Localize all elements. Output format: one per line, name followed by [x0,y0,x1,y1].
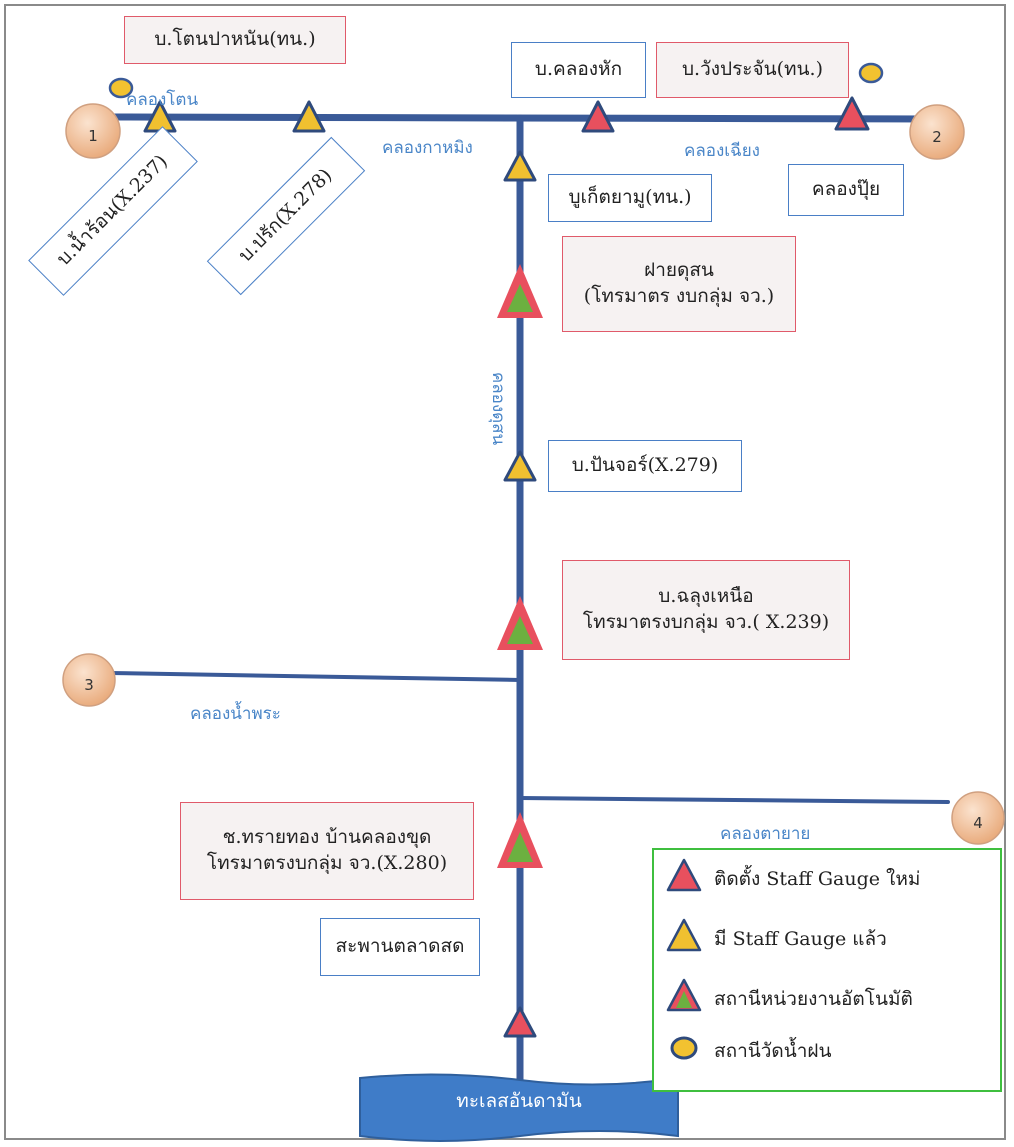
station-label: คลองปุ๊ย [811,178,881,201]
river-label-khlong-dusun: คลองดุสน [488,371,509,446]
tributary-4-number: 4 [973,814,983,832]
station-label: บ.วังประจัน(ทน.) [681,58,823,81]
triangle-marker-icon [666,858,702,892]
tributary-1-number: 1 [88,127,98,145]
river-label-khlong-ton: คลองโตน [126,90,199,110]
station-label-line2: โทรมาตรงบกลุ่ม จว.( X.239) [582,611,830,633]
station-label-line1: บ.ฉลุงเหนือ [658,585,754,608]
sea-label: ทะเลสอันดามัน [456,1090,582,1112]
tributary-3-line [108,671,522,682]
river-label-khlong-chiang: คลองเฉียง [684,141,760,161]
tributary-2-circle [909,104,965,160]
triangle-marker-icon [503,1006,537,1038]
station-box-fai-dusun: ฝายดุสน (โทรมาตร งบกลุ่ม จว.) [562,236,796,332]
legend-new-gauge: ติดตั้ง Staff Gauge ใหม่ [714,868,921,890]
diagram-frame [4,4,1006,1140]
station-label-line2: โทรมาตรงบกลุ่ม จว.(X.280) [206,852,448,874]
station-box-wang-prachan: บ.วังประจัน(ทน.) [656,42,849,98]
legend: ติดตั้ง Staff Gauge ใหม่ มี Staff Gauge … [652,848,1002,1092]
tributary-1-circle [65,103,121,159]
rain-gauges [108,62,884,99]
rain-gauge-circle-icon [670,1036,698,1060]
station-box-ton-pa-nan: บ.โตนปาหนัน(ทน.) [124,16,346,64]
station-box-khlong-pui: คลองปุ๊ย [788,164,904,216]
station-label-line1: ฝายดุสน [644,259,714,282]
triangle-marker-icon [834,96,870,131]
triangle-marker-icon [292,100,326,133]
legend-rain-station: สถานีวัดน้ำฝน [714,1040,832,1062]
station-label: สะพานตลาดสด [335,935,465,958]
station-label-line1: ช.ทรายทอง บ้านคลองขุด [222,826,432,849]
telemetry-markers [497,264,543,868]
station-label-line2: (โทรมาตร งบกลุ่ม จว.) [583,285,775,307]
rain-gauge-circle-icon [858,62,884,84]
legend-existing-gauge: มี Staff Gauge แล้ว [714,928,887,950]
triangle-marker-icon [503,150,537,182]
tributary-4-circle [951,791,1005,845]
rain-gauge-circle-icon [108,77,134,99]
station-box-saphan-talat-sot: สะพานตลาดสด [320,918,480,976]
station-box-buket-yamu: บูเก็ตยามู(ทน.) [548,174,712,222]
triangle-marker-icon [666,918,702,952]
river-label-khlong-tayai: คลองตายาย [720,824,811,844]
triangle-marker-icon [581,100,615,133]
station-box-chalung-nuea: บ.ฉลุงเหนือ โทรมาตรงบกลุ่ม จว.( X.239) [562,560,850,660]
station-box-sai-thong: ช.ทรายทอง บ้านคลองขุด โทรมาตรงบกลุ่ม จว.… [180,802,474,900]
tributary-3-circle [62,653,116,707]
tributary-lines [108,671,950,804]
tributary-circles: 1 2 3 4 [62,103,1005,845]
station-box-panjo: บ.ปันจอร์(X.279) [548,440,742,492]
sea-shape [359,1073,679,1142]
triangle-marker-icon [503,450,537,482]
tributary-2-number: 2 [932,128,942,146]
station-label: บ.โตนปาหนัน(ทน.) [154,28,316,51]
station-label: บ.ปันจอร์(X.279) [571,454,719,477]
tributary-4-line [518,796,950,804]
station-label: บ.คลองหัก [534,58,623,81]
station-label: บูเก็ตยามู(ทน.) [568,186,692,209]
tributary-3-number: 3 [84,676,94,694]
legend-symbols [666,858,702,1060]
station-box-khlong-hak: บ.คลองหัก [511,42,646,98]
river-label-khlong-kamhing: คลองกาหมิง [382,138,473,158]
river-label-khlong-nam-phra: คลองน้ำพระ [190,704,281,724]
legend-telemetry: สถานีหน่วยงานอัตโนมัติ [714,988,913,1010]
